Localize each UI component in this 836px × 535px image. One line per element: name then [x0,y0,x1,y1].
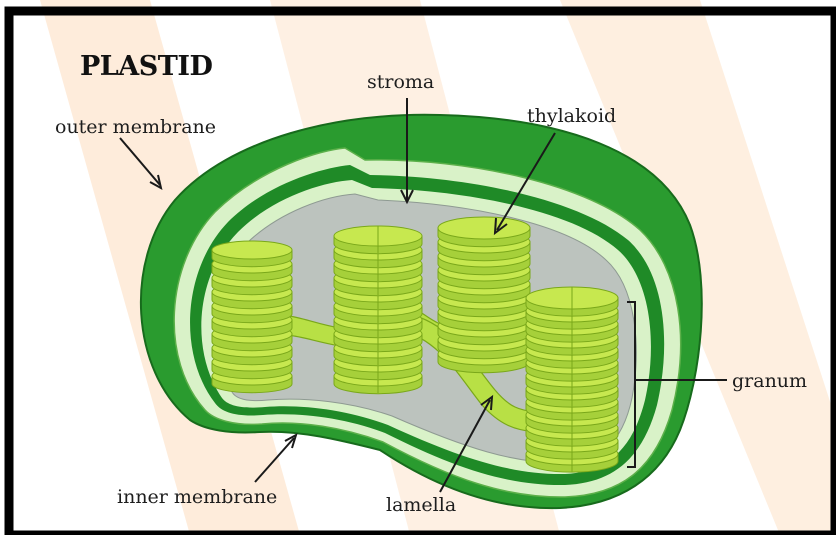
diagram-title: PLASTID [80,51,212,82]
granum-stack-right [526,287,618,472]
label-inner-membrane: inner membrane [117,486,277,508]
granum-stack-center-right [438,217,530,373]
label-stroma: stroma [367,71,434,93]
thylakoid-disc [438,217,530,239]
label-granum: granum [732,370,807,392]
label-thylakoid: thylakoid [527,105,616,127]
label-lamella: lamella [386,494,456,516]
granum-stack-left [212,241,292,393]
label-outer-membrane: outer membrane [55,116,216,138]
thylakoid-disc [212,241,292,259]
granum-stack-center-left [334,226,422,394]
